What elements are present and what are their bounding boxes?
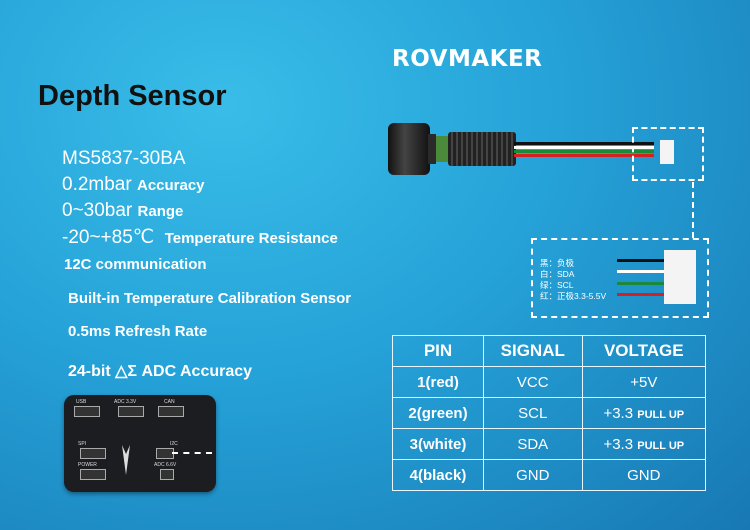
logo-icon [122, 445, 130, 475]
voltage-value: +3.3 [603, 435, 634, 453]
spec-label: Accuracy [136, 177, 205, 194]
spec-range: 0~30bar Range [62, 200, 183, 222]
voltage-value: +3.3 [603, 404, 634, 422]
spec-value: MS5837-30BA [62, 148, 186, 169]
wire-label: 黑：负极 [540, 258, 575, 268]
signal-cell: VCC [482, 366, 583, 398]
board-label: ADC 3.3V [114, 399, 137, 405]
pin-cell: 1(red) [392, 366, 484, 398]
connector-icon [664, 250, 696, 304]
board-label: CAN [164, 399, 175, 405]
brand-logo: ROVMAKER [392, 46, 543, 72]
voltage-note: PULL UP [637, 408, 685, 421]
feature-calibration: Built-in Temperature Calibration Sensor [68, 290, 352, 307]
signal-cell: SDA [482, 428, 583, 460]
spec-value: 0.2mbar [62, 174, 132, 195]
board-label: ADC 6.6V [154, 462, 177, 468]
spec-temperature: -20~+85℃ Temperature Resistance [62, 226, 338, 249]
connector-highlight [632, 127, 704, 181]
voltage-cell: GND [581, 459, 707, 491]
callout-line [692, 182, 694, 238]
spec-label: Temperature Resistance [164, 230, 338, 247]
spec-label: Range [137, 203, 184, 220]
board-label: I2C [170, 441, 178, 447]
wire-black [617, 259, 665, 262]
feature-refresh: 0.5ms Refresh Rate [68, 323, 208, 340]
board-label: SPI [78, 441, 87, 447]
spec-value: 0~30bar [62, 200, 133, 221]
spec-value: -20~+85℃ [62, 227, 155, 248]
wire-red [617, 293, 665, 296]
table-row: 2(green)SCL+3.3 PULL UP [392, 397, 707, 429]
spec-model: MS5837-30BA [62, 148, 186, 170]
wire-label: 绿：SCL [540, 280, 574, 290]
table-header: PIN SIGNAL VOLTAGE [392, 335, 707, 367]
voltage-cell: +5V [581, 366, 707, 398]
spec-accuracy: 0.2mbar Accuracy [62, 174, 205, 196]
sensor-image [388, 120, 654, 180]
wire-green [617, 282, 665, 285]
page-title: Depth Sensor [38, 80, 227, 112]
table-row: 3(white)SDA+3.3 PULL UP [392, 428, 707, 460]
signal-cell: GND [482, 459, 583, 491]
voltage-value: GND [627, 466, 661, 484]
controller-board: USB ADC 3.3V CAN SPI I2C POWER ADC 6.6V [64, 395, 216, 492]
board-label: POWER [78, 462, 97, 468]
voltage-cell: +3.3 PULL UP [581, 428, 707, 460]
column-header: PIN [392, 335, 484, 367]
column-header: SIGNAL [482, 335, 583, 367]
voltage-note: PULL UP [637, 439, 685, 452]
wire-legend: 黑：负极 白：SDA 绿：SCL 红：正极3.3-5.5V [540, 258, 606, 302]
wire-label: 红：正极3.3-5.5V [540, 291, 607, 301]
feature-adc: 24-bit △Σ ADC Accuracy [68, 363, 253, 380]
pinout-table: PIN SIGNAL VOLTAGE 1(red)VCC +5V 2(green)… [392, 335, 707, 491]
wiring-detail: 黑：负极 白：SDA 绿：SCL 红：正极3.3-5.5V [531, 238, 709, 318]
pin-cell: 3(white) [392, 428, 484, 460]
pin-cell: 4(black) [392, 459, 484, 491]
table-row: 1(red)VCC +5V [392, 366, 707, 398]
pin-cell: 2(green) [392, 397, 484, 429]
connector-icon [660, 140, 674, 164]
voltage-cell: +3.3 PULL UP [581, 397, 707, 429]
column-header: VOLTAGE [581, 335, 707, 367]
feature-i2c: 12C communication [64, 256, 207, 273]
voltage-value: +5V [630, 373, 658, 391]
wire-label: 白：SDA [540, 269, 575, 279]
wire-white [617, 270, 665, 273]
signal-cell: SCL [482, 397, 583, 429]
board-label: USB [76, 399, 87, 405]
callout-line [172, 452, 212, 454]
